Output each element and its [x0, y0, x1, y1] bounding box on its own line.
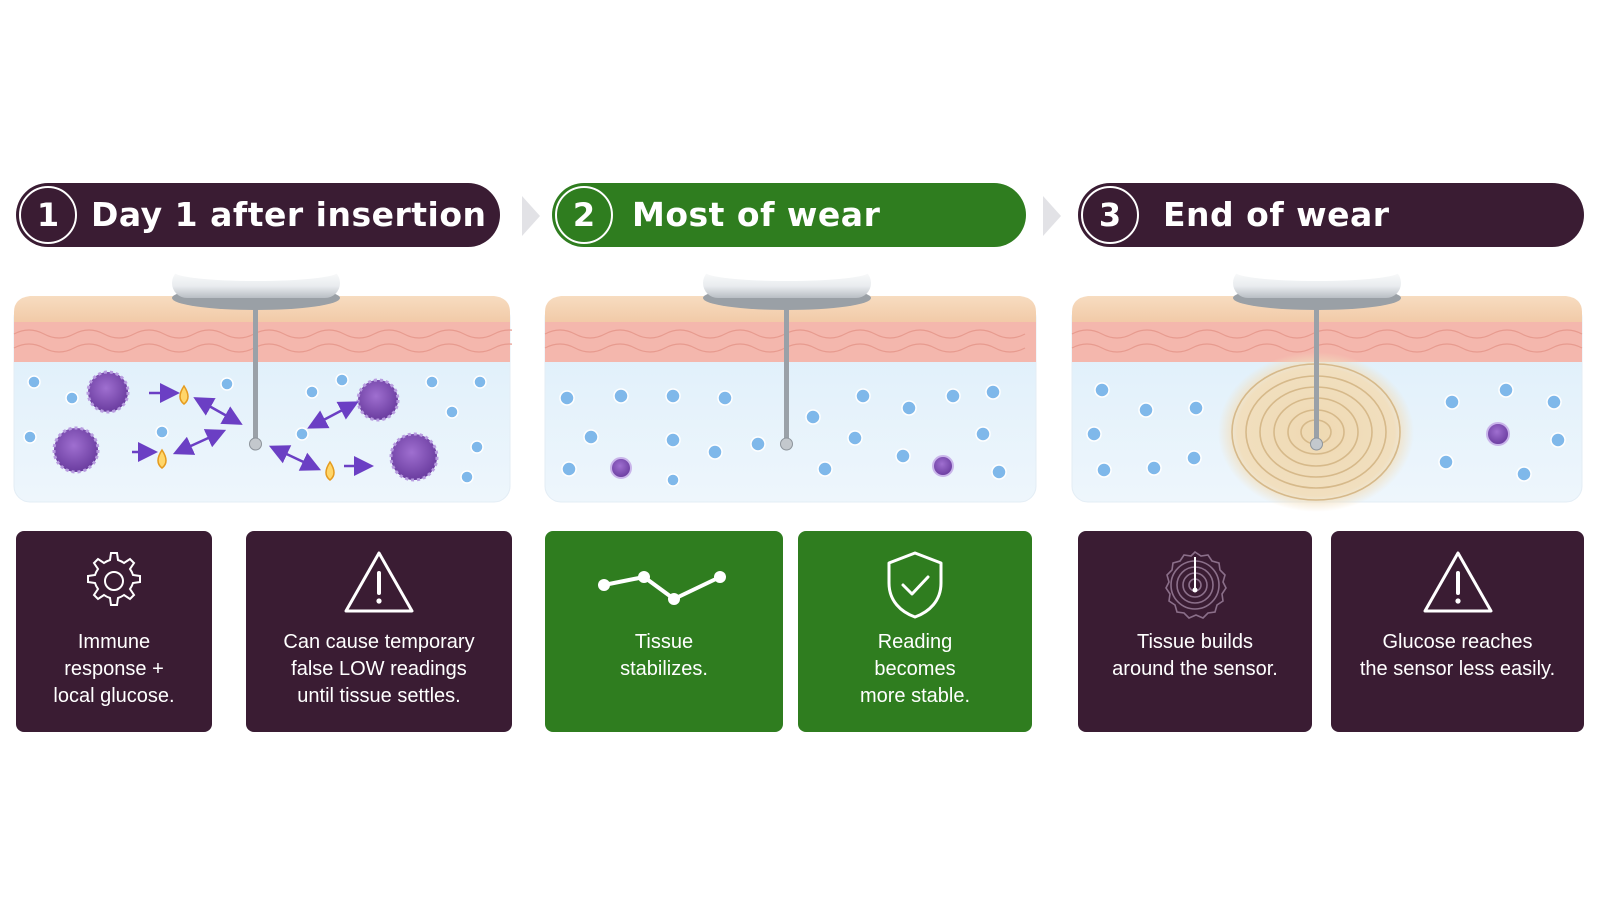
card-text: Tissue builds around the sensor.: [1112, 631, 1278, 680]
card-text: Can cause temporary false LOW readings u…: [283, 631, 475, 707]
stage-1-card-immune-response: Immune response + local glucose.: [16, 531, 212, 732]
stage-1-skin-illustration: [12, 262, 512, 512]
stage-3-card-glucose-reaches-less: Glucose reaches the sensor less easily.: [1331, 531, 1584, 732]
warning-icon: [246, 549, 512, 619]
stage-3-header: 3 End of wear: [1078, 183, 1584, 247]
shield-check-icon: [798, 549, 1032, 619]
stage-1-title: Day 1 after insertion: [91, 195, 487, 234]
tissue-rings-icon: [1078, 549, 1312, 619]
stage-1-number: 1: [19, 186, 77, 244]
stage-2-title: Most of wear: [632, 195, 881, 234]
arrow-chevron-icon: [522, 196, 540, 236]
card-text: Glucose reaches the sensor less easily.: [1359, 631, 1556, 680]
stage-1-card-false-low-readings: Can cause temporary false LOW readings u…: [246, 531, 512, 732]
card-text: Reading becomes more stable.: [859, 631, 971, 707]
stage-2-card-tissue-stabilizes: Tissue stabilizes.: [545, 531, 783, 732]
stage-3-title: End of wear: [1163, 195, 1390, 234]
stage-2-card-reading-stable: Reading becomes more stable.: [798, 531, 1032, 732]
stage-2-number: 2: [555, 186, 613, 244]
stage-2-header: 2 Most of wear: [552, 183, 1026, 247]
gear-icon: [16, 549, 212, 619]
card-text: Immune response + local glucose.: [53, 631, 175, 707]
arrow-chevron-icon: [1043, 196, 1061, 236]
stage-3-skin-illustration: [1070, 262, 1584, 512]
stage-2-skin-illustration: [543, 262, 1038, 512]
trend-line-icon: [545, 549, 783, 619]
stage-3-card-tissue-builds: Tissue builds around the sensor.: [1078, 531, 1312, 732]
stage-1-header: 1 Day 1 after insertion: [16, 183, 500, 247]
card-text: Tissue stabilizes.: [620, 631, 708, 680]
warning-icon: [1331, 549, 1584, 619]
stage-3-number: 3: [1081, 186, 1139, 244]
